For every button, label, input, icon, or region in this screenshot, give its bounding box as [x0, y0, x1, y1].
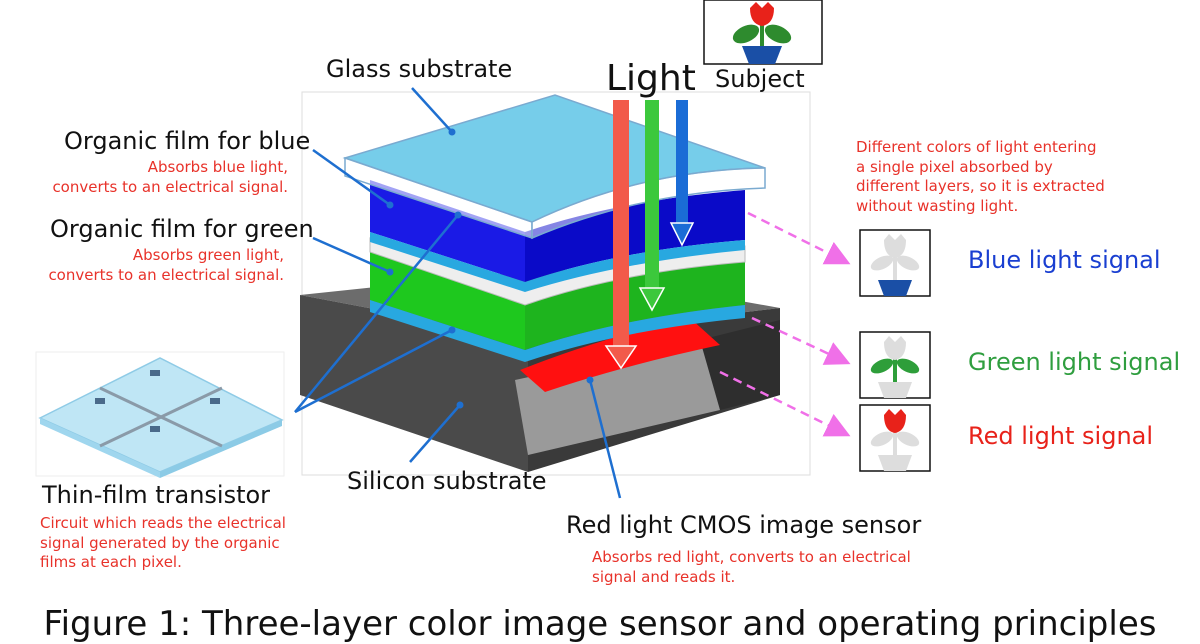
- sensor-diagram: Glass substrate Light Subject Organic fi…: [35, 0, 1181, 644]
- glass-substrate-label: Glass substrate: [326, 55, 513, 83]
- green-signal-label: Green light signal: [968, 348, 1181, 376]
- red-signal-icon: [859, 404, 931, 472]
- blue-layer: [370, 180, 745, 292]
- red-cmos-note: Absorbs red light, converts to an electr…: [592, 548, 911, 586]
- signal-arrows: [719, 211, 851, 437]
- red-cmos-label: Red light CMOS image sensor: [566, 511, 922, 539]
- light-arrows: [604, 100, 695, 370]
- diagram-graphics: [35, 0, 931, 499]
- subject-label: Subject: [715, 65, 805, 93]
- blue-signal-label: Blue light signal: [968, 246, 1161, 274]
- glass-substrate: [342, 94, 766, 240]
- silicon-substrate-label: Silicon substrate: [347, 467, 547, 495]
- leader-dots: [386, 128, 594, 409]
- green-signal-icon: [859, 331, 931, 399]
- red-signal-label: Red light signal: [968, 422, 1154, 450]
- subject-icon: [703, 0, 823, 65]
- tft-label: Thin-film transistor: [42, 481, 271, 509]
- organic-green-label: Organic film for green: [50, 215, 314, 243]
- leader-lines: [294, 87, 622, 499]
- light-label: Light: [606, 58, 696, 99]
- tft-inset: [35, 351, 285, 478]
- tft-note: Circuit which reads the electrical signa…: [40, 514, 286, 571]
- blue-signal-icon: [859, 229, 931, 297]
- organic-green-note: Absorbs green light, converts to an elec…: [48, 246, 284, 284]
- pixel-absorption-note: Different colors of light entering a sin…: [856, 138, 1105, 215]
- organic-blue-label: Organic film for blue: [64, 127, 311, 155]
- figure-caption: Figure 1: Three-layer color image sensor…: [43, 604, 1157, 644]
- figure-frame: [301, 91, 811, 476]
- organic-blue-note: Absorbs blue light, converts to an elect…: [52, 158, 288, 196]
